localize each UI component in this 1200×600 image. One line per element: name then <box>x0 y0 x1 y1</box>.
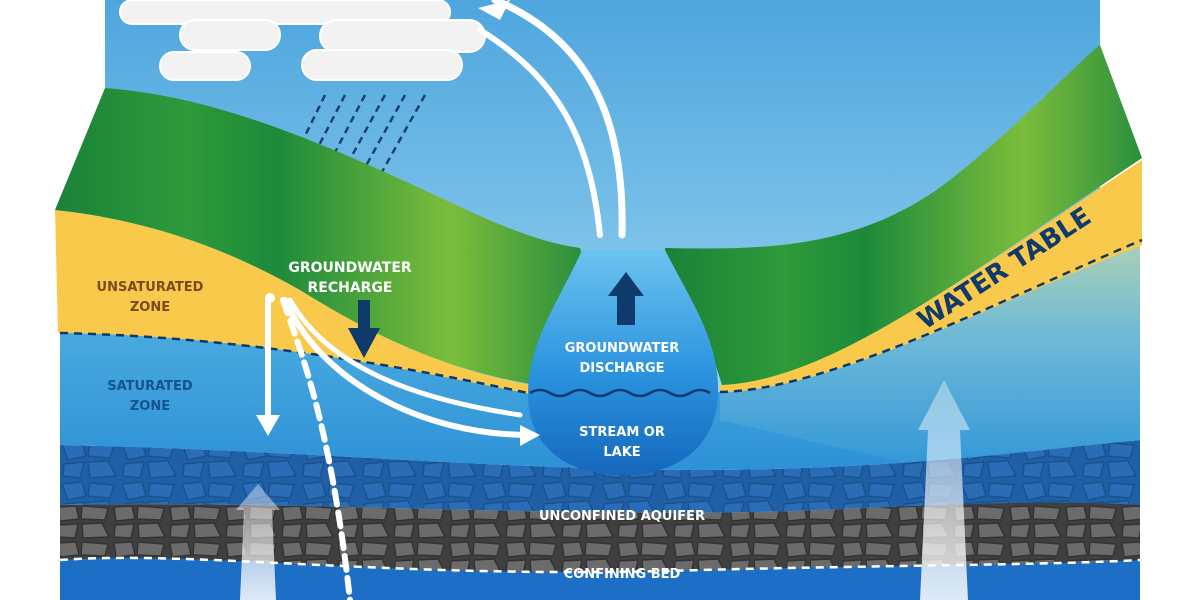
label-groundwater-discharge-1: GROUNDWATER <box>565 341 680 356</box>
cloud-left <box>119 0 451 81</box>
label-groundwater-discharge-2: DISCHARGE <box>579 361 664 376</box>
water-table-line <box>59 331 529 395</box>
label-unsaturated-zone-2: ZONE <box>130 300 170 315</box>
water-table-line-right <box>719 238 1143 394</box>
unsaturated-zone-right <box>720 160 1142 392</box>
cloud-right <box>301 19 486 81</box>
hill-left <box>55 88 582 384</box>
right-saturated-tint <box>720 240 1140 462</box>
label-confining-bed: CONFINING BED <box>564 567 681 582</box>
deep-water-boundary <box>59 556 1141 574</box>
upward-beam-left <box>236 484 280 600</box>
recharge-origin <box>265 293 275 303</box>
label-groundwater-recharge-2: RECHARGE <box>307 280 392 296</box>
label-groundwater-recharge-1: GROUNDWATER <box>288 260 412 276</box>
stream-lake-shape <box>528 250 719 475</box>
deep-water-layer <box>60 557 1140 600</box>
recharge-flow-arrows <box>265 297 533 600</box>
label-stream-or-lake-2: LAKE <box>603 445 640 460</box>
label-saturated-zone-2: ZONE <box>130 399 170 414</box>
arrowhead-down-left <box>256 415 280 436</box>
edge-top-left <box>55 0 105 88</box>
evaporation-arrowhead <box>478 0 510 20</box>
discharge-up-arrow <box>608 272 644 325</box>
hill-right <box>665 45 1142 385</box>
label-stream-or-lake-1: STREAM OR <box>579 425 665 440</box>
label-saturated-zone-1: SATURATED <box>107 379 193 394</box>
edge-left <box>0 0 55 600</box>
label-unconfined-aquifer: UNCONFINED AQUIFER <box>539 509 705 524</box>
recharge-down-arrow <box>348 300 380 358</box>
label-unsaturated-zone-1: UNSATURATED <box>97 280 204 295</box>
evaporation-arrow-inner <box>477 27 603 238</box>
upward-beam-right <box>918 380 970 600</box>
edge-top-right <box>1100 0 1143 45</box>
edge-right <box>1143 0 1200 600</box>
evaporation-arrow-outer <box>491 0 626 239</box>
arrowhead-stream <box>520 425 540 446</box>
water-waves <box>529 388 711 398</box>
